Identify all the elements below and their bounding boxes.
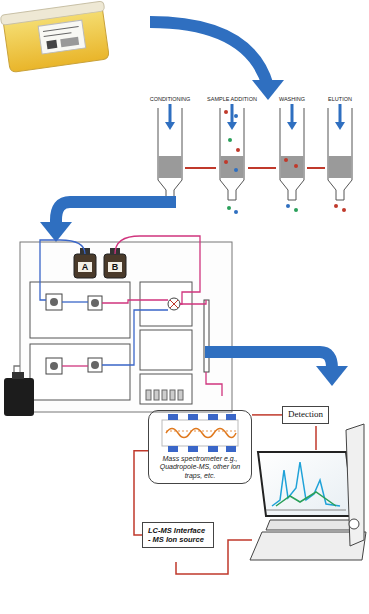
step-label: ELUTION — [328, 96, 352, 102]
step-label: CONDITIONING — [150, 96, 191, 102]
bottle-letter: B — [112, 262, 119, 272]
node-text: LC-MS Interface - MS Ion source — [148, 526, 208, 544]
step-label: WASHING — [279, 96, 305, 102]
node-text: Detection — [288, 409, 323, 420]
mass-spectrometer-box: Mass spectrometer e.g., Quadropole-MS, o… — [148, 410, 252, 484]
step-label: SAMPLE ADDITION — [207, 96, 257, 102]
bottle-letter: A — [82, 262, 89, 272]
detection-box: Detection — [282, 406, 329, 424]
node-text: Mass spectrometer e.g., Quadropole-MS, o… — [154, 455, 246, 480]
interface-box: LC-MS Interface - MS Ion source — [142, 522, 214, 548]
red-connector — [252, 414, 282, 415]
